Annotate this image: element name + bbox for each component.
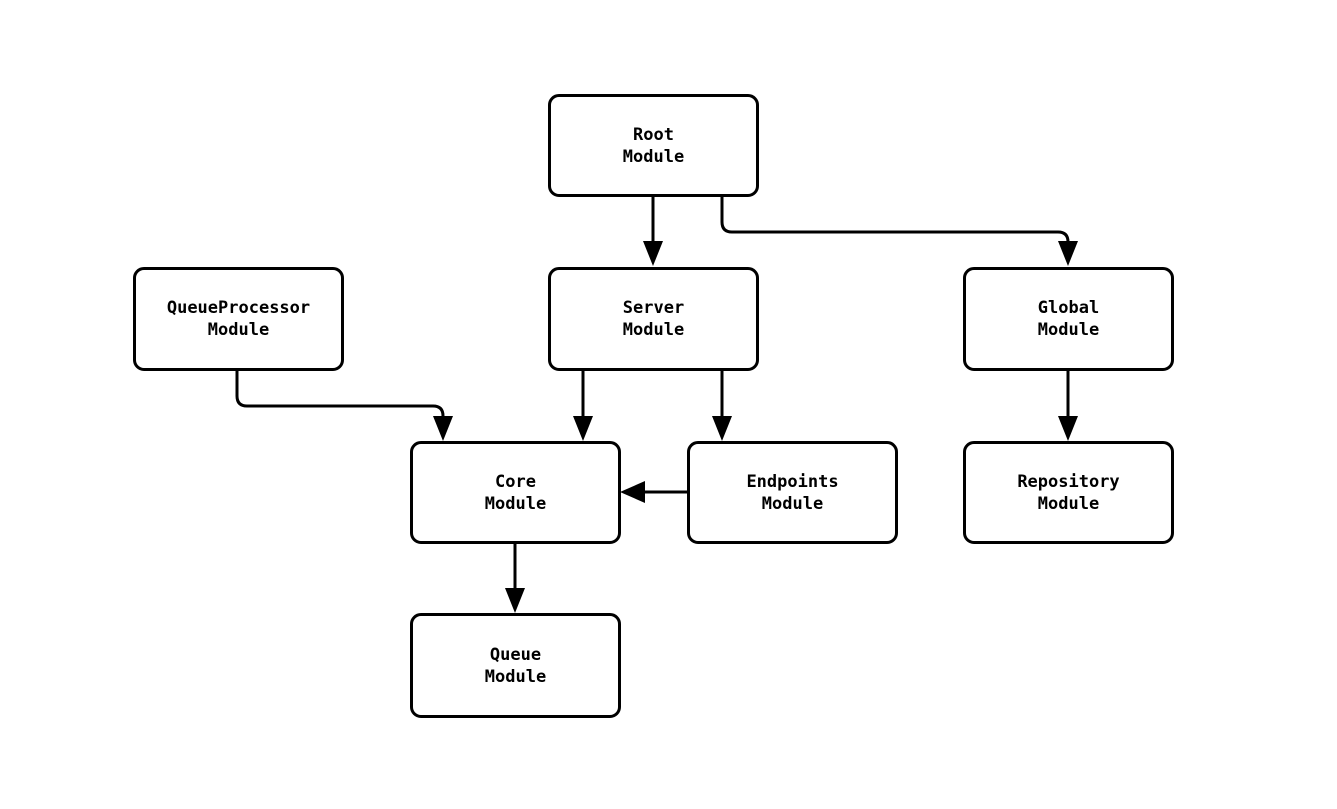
edge-queueprocessor-to-core — [235, 371, 453, 441]
queueprocessor-module-label-line2: Module — [207, 320, 270, 340]
core-module-label-line1: Core — [495, 471, 536, 492]
queueprocessor-module-label-line1: QueueProcessor — [166, 298, 311, 318]
repository-module-node[interactable]: Repository Module — [963, 441, 1174, 544]
edge-global-to-repository-arrowhead — [1058, 416, 1078, 441]
queue-module-label-line2: Module — [484, 666, 547, 687]
edge-server-to-endpoints-arrowhead — [712, 416, 732, 441]
root-module-label-line1: Root — [633, 124, 674, 145]
core-module-label-line2: Module — [484, 493, 547, 514]
endpoints-module-label-line2: Module — [761, 493, 824, 514]
edge-queueprocessor-to-core-line — [235, 371, 445, 424]
root-module-node[interactable]: Root Module — [548, 94, 759, 197]
global-module-label-line1: Global — [1037, 298, 1100, 318]
edge-server-to-core-arrowhead — [573, 416, 593, 441]
edge-root-to-server-arrowhead — [643, 241, 663, 266]
endpoints-module-node[interactable]: Endpoints Module — [687, 441, 898, 544]
edge-root-to-global-arrowhead — [1058, 241, 1078, 266]
edge-root-to-global — [720, 197, 1078, 266]
core-module-node[interactable]: Core Module — [410, 441, 621, 544]
server-module-label-line1: Server — [622, 298, 685, 318]
edge-core-to-queue-arrowhead — [505, 588, 525, 613]
edge-endpoints-to-core — [620, 481, 687, 503]
edge-root-to-server — [643, 197, 663, 266]
queue-module-node[interactable]: Queue Module — [410, 613, 621, 718]
server-module-node[interactable]: Server Module — [548, 267, 759, 371]
edge-endpoints-to-core-arrowhead — [620, 481, 645, 503]
edge-server-to-core — [573, 371, 593, 441]
repository-module-label-line2: Module — [1037, 493, 1100, 514]
edge-core-to-queue — [505, 544, 525, 613]
repository-module-label-line1: Repository — [1017, 471, 1120, 492]
endpoints-module-label-line1: Endpoints — [746, 471, 839, 492]
edge-global-to-repository — [1058, 371, 1078, 441]
server-module-label-line2: Module — [622, 320, 685, 340]
global-module-node[interactable]: Global Module — [963, 267, 1174, 371]
edge-root-to-global-line — [720, 197, 1070, 249]
queueprocessor-module-node[interactable]: QueueProcessor Module — [133, 267, 344, 371]
edge-queueprocessor-to-core-arrowhead — [433, 416, 453, 441]
queue-module-label-line1: Queue — [489, 644, 542, 665]
edge-server-to-endpoints — [712, 371, 732, 441]
global-module-label-line2: Module — [1037, 320, 1100, 340]
root-module-label-line2: Module — [622, 146, 685, 167]
